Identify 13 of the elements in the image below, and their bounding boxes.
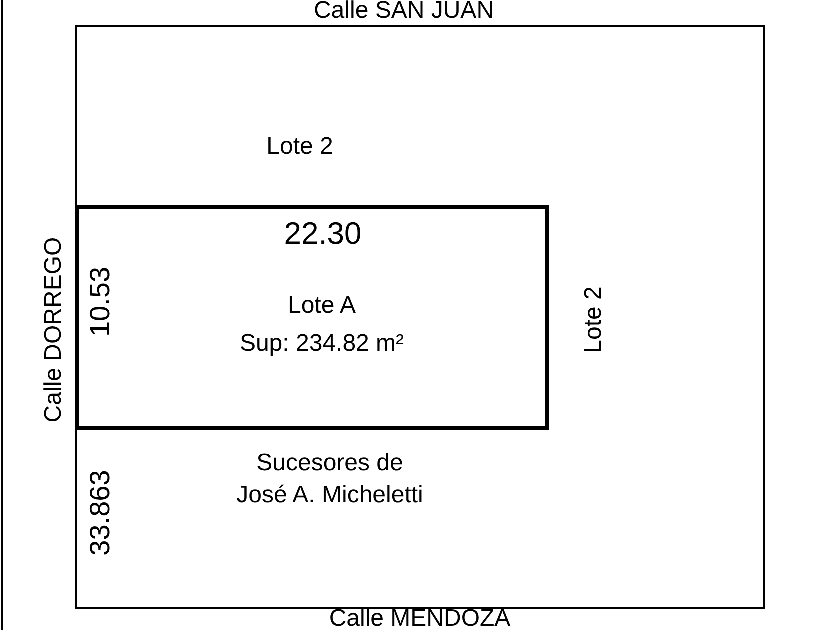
street-name: Calle DORREGO (40, 237, 68, 423)
lot-name: Lote 2 (580, 286, 608, 354)
lot-outline (75, 205, 549, 430)
dimension-label: 10.53 (86, 266, 116, 338)
street-name: Calle SAN JUAN (314, 0, 494, 24)
dimension-label: 22.30 (284, 216, 362, 252)
area-label: Sup: 234.82 m² (240, 330, 404, 358)
dimension-label: 33.863 (86, 470, 116, 556)
lot-name: Lote 2 (266, 134, 334, 160)
neighbour-name: Sucesores de José A. Micheletti (236, 448, 424, 511)
lot-outline (75, 25, 765, 609)
street-name: Calle MENDOZA (329, 606, 511, 630)
lot-name: Lote A (288, 292, 356, 320)
